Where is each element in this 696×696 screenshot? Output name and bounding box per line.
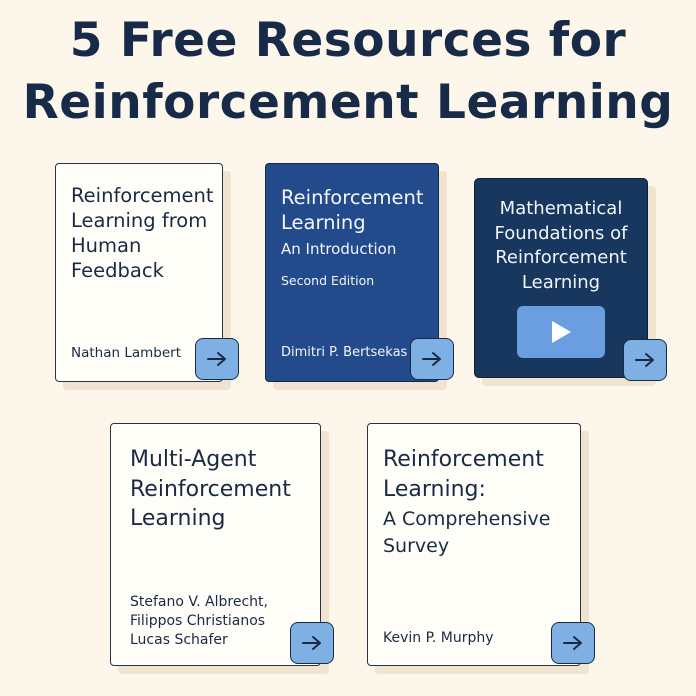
resource-card-mathematical-foundations[interactable]: Mathematical Foundations of Reinforcemen… [474,178,667,386]
card-title-line: Feedback [71,259,164,282]
card-author: Stefano V. Albrecht, [130,594,268,610]
card-title: Mathematical Foundations of Reinforcemen… [474,197,648,295]
card-title-line: Multi-Agent [130,447,257,472]
card-author: Nathan Lambert [71,345,182,361]
open-resource-button[interactable] [623,339,667,381]
page-title-line-1: 5 Free Resources for [69,13,627,68]
card-cover [367,423,581,666]
card-title-line: Human [71,234,142,257]
card-title-line: Foundations of [494,222,628,244]
resource-card-multi-agent-rl[interactable]: Multi-Agent Reinforcement Learning Stefa… [110,423,334,674]
card-author: Dimitri P. Bertsekas [281,345,408,360]
arrow-right-icon [635,353,654,367]
page-title-line-2: Reinforcement Learning [22,75,674,130]
arrow-right-icon [422,352,441,366]
card-title: Multi-Agent Reinforcement Learning [130,445,291,534]
card-title-line: Learning [521,271,601,293]
arrow-right-icon [302,636,321,650]
resource-card-rl-survey[interactable]: Reinforcement Learning: A Comprehensive … [367,423,595,674]
open-resource-button[interactable] [551,622,595,664]
card-title: Reinforcement Learning [281,185,424,235]
card-title-line: Learning [281,211,366,234]
page-title: 5 Free Resources for Reinforcement Learn… [0,10,696,134]
card-subtitle: An Introduction [281,240,397,258]
card-subtitle: A Comprehensive Survey [383,506,550,560]
play-video-button[interactable] [517,306,605,358]
card-title-line: Mathematical [499,198,623,219]
card-title-line: Reinforcement [383,447,544,472]
arrow-right-icon [563,636,582,650]
resource-card-rlhf[interactable]: Reinforcement Learning from Human Feedba… [55,163,239,390]
card-author: Lucas Schafer [130,632,228,648]
card-edition: Second Edition [281,273,375,288]
card-title-line: Reinforcement [281,186,424,209]
card-title-line: Learning [130,506,226,531]
card-title-line: Reinforcement [130,476,291,502]
arrow-right-icon [207,352,226,366]
card-authors: Stefano V. Albrecht, Filippos Christiano… [130,593,268,650]
card-author: Kevin P. Murphy [383,630,494,646]
play-icon [552,321,571,343]
card-author: Filippos Christianos [130,613,266,629]
card-title-line: Reinforcement [495,247,627,268]
card-title-line: Learning from [71,209,208,232]
card-title: Reinforcement Learning: [383,445,544,505]
open-resource-button[interactable] [290,622,334,664]
card-title: Reinforcement Learning from Human Feedba… [71,183,214,283]
card-subtitle-line: Survey [383,535,450,557]
card-title-line: Reinforcement [71,184,214,207]
card-title-line: Learning: [383,477,486,502]
card-subtitle-line: A Comprehensive [383,508,551,530]
open-resource-button[interactable] [410,338,454,380]
card-cover [110,423,321,666]
resource-card-rl-introduction[interactable]: Reinforcement Learning An Introduction S… [265,163,454,390]
open-resource-button[interactable] [195,338,239,380]
